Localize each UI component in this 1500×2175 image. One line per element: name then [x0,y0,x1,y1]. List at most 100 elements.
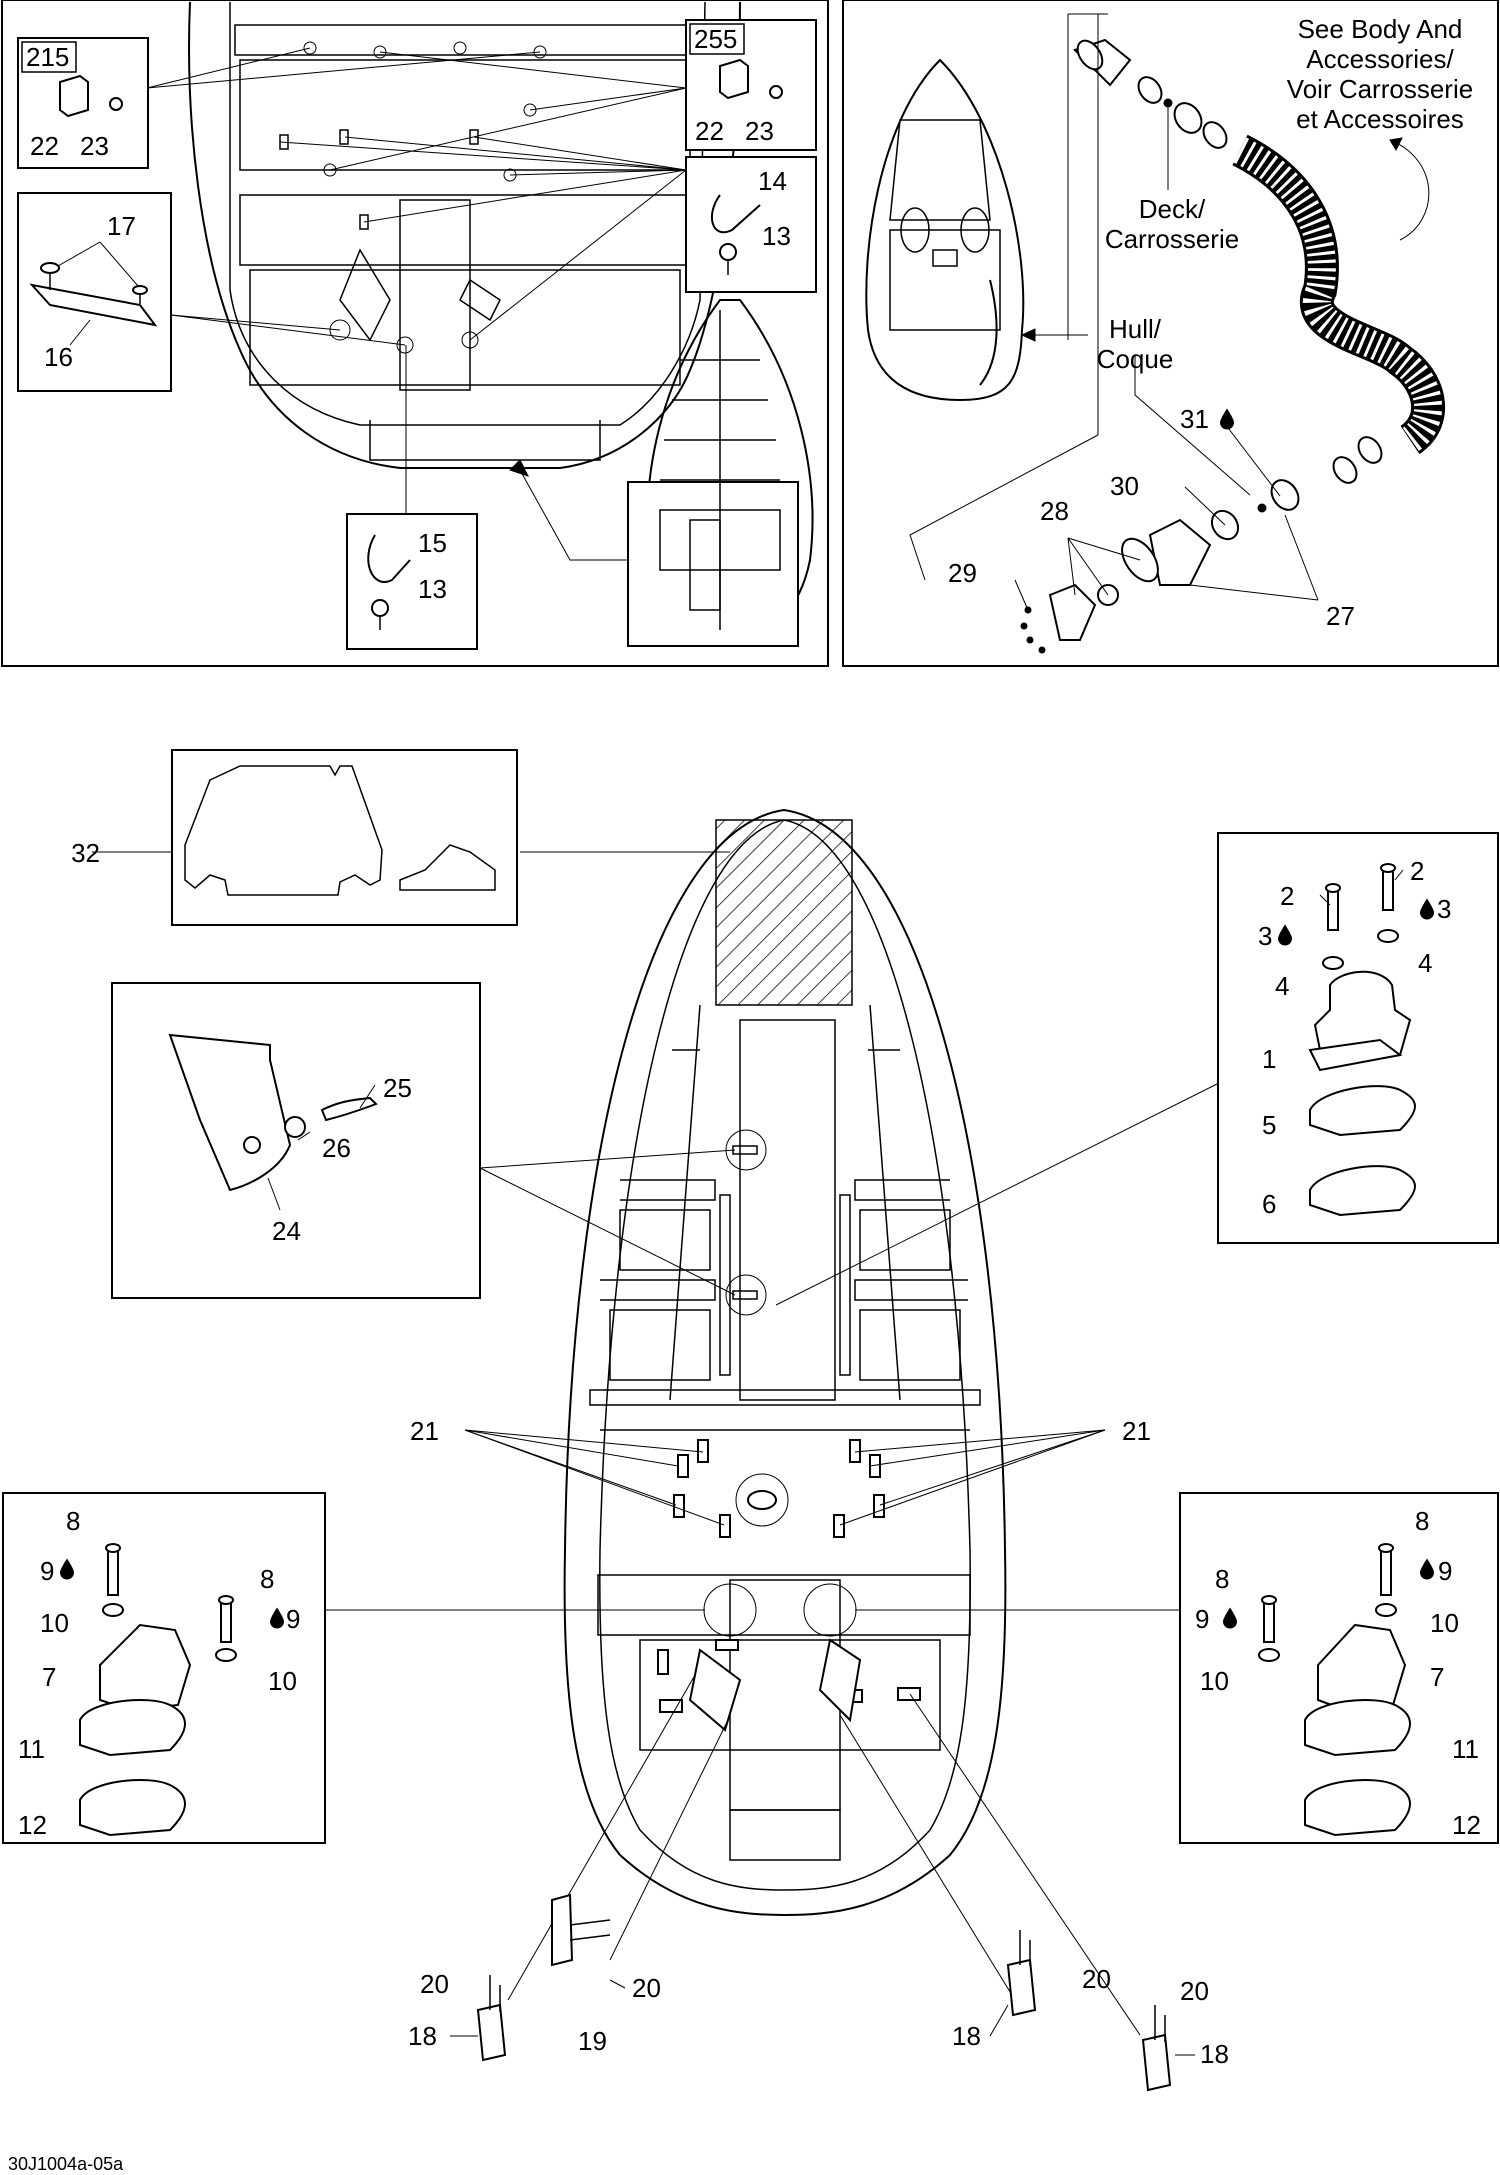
hull-leader [1134,355,1251,496]
svg-text:3: 3 [1437,894,1451,924]
thru-hull-27 [1148,518,1212,586]
note-body-line3: Voir Carrosserie [1287,74,1473,104]
shim-6 [1309,1165,1416,1217]
hull-outer-outline [563,808,1007,1917]
svg-text:6: 6 [1262,1189,1276,1219]
svg-text:8: 8 [1415,1506,1429,1536]
cover-28 [1048,583,1097,641]
svg-text:31: 31 [1180,404,1209,434]
fastener-point [533,45,547,59]
deck-fittings [1073,38,1228,149]
shim-5 [1309,1085,1416,1137]
tie-clip [469,129,479,145]
hull-bracket-a [339,248,391,342]
svg-text:14: 14 [758,166,787,196]
hull-inset [509,299,814,647]
svg-text:20: 20 [1082,1964,1111,1994]
svg-text:18: 18 [408,2021,437,2051]
washer-10 [102,1603,124,1617]
bracket-18 [1006,1958,1037,2017]
svg-text:22: 22 [695,116,724,146]
svg-text:4: 4 [1275,971,1289,1001]
callout-21-right: 21 [1122,1416,1151,1446]
bracket-18 [476,2003,507,2062]
fastener-point [453,41,467,55]
svg-text:10: 10 [1430,1608,1459,1638]
fastener-point [323,163,337,177]
svg-text:23: 23 [80,131,109,161]
washer-4 [1377,929,1399,943]
washer-4 [1322,956,1344,970]
tie-screw-box: 14 13 [685,156,817,293]
svg-text:29: 29 [948,558,977,588]
mount-circle-right [803,1583,857,1637]
svg-text:25: 25 [383,1073,412,1103]
screw-23 [769,85,783,99]
svg-text:4: 4 [1418,948,1432,978]
pad-22 [719,58,749,100]
svg-text:5: 5 [1262,1110,1276,1140]
rear-mount-box-left: 8 9 10 8 9 10 7 11 12 [2,1492,326,1844]
front-mount-box: 2 2 3 3 4 4 1 5 6 [1217,832,1499,1244]
strip-box: 17 16 [17,192,172,392]
hull-inner-wall [229,1,706,426]
svg-text:11: 11 [1452,1734,1479,1764]
top-right-panel: See Body And Accessories/ Voir Carrosser… [842,0,1499,667]
svg-text:12: 12 [1452,1810,1481,1840]
hull-bracket-b [459,278,501,322]
fastener-point [303,41,317,55]
engine-mount-7 [99,1623,192,1712]
hull-fittings [1020,436,1383,654]
shim-11 [79,1699,186,1757]
svg-text:1: 1 [1262,1044,1276,1074]
svg-text:16: 16 [44,342,73,372]
hull-jet-tunnel [369,420,601,461]
note-hull-line1: Hull/ [1109,314,1162,344]
bracket-18 [1141,2033,1172,2092]
note-hull-line2: Coque [1097,344,1174,374]
rear-mount-box-right: 8 9 10 8 9 10 7 11 12 [1179,1492,1499,1844]
engine-mount-7 [1317,1623,1407,1712]
hull-bracket-line [909,434,1099,581]
callout-21-left: 21 [410,1416,439,1446]
svg-text:12: 12 [18,1810,47,1840]
screw-13 [719,243,737,261]
pad-circle-upper [725,1129,767,1171]
kit-255-label: 255 [694,24,737,54]
svg-text:3: 3 [1258,921,1272,951]
main-leaders [325,851,1226,2036]
mount-pads [657,1439,921,1732]
pad-outline-box: 32 [71,749,518,926]
svg-text:9: 9 [40,1556,54,1586]
pad-22 [59,74,89,118]
washer-26 [284,1116,306,1138]
kit-215-label: 215 [26,42,69,72]
fastener-point [396,336,414,354]
shim-12 [1304,1779,1411,1837]
washer-10 [1258,1648,1280,1662]
hull-bay-lower [249,269,681,386]
mount-circle-center [735,1473,789,1527]
fastener-point [461,331,479,349]
hull-inner-outline [599,819,971,1891]
svg-text:23: 23 [745,116,774,146]
svg-text:18: 18 [952,2021,981,2051]
bracket-19 [551,1893,574,1967]
svg-text:9: 9 [286,1604,300,1634]
hull-stringers [589,1004,981,1861]
svg-text:27: 27 [1326,601,1355,631]
note-body-line2: Accessories/ [1306,44,1454,74]
svg-text:8: 8 [66,1506,80,1536]
drawing-code: 30J1004a-05a [8,2154,124,2174]
kit-215-box: 215 22 23 [17,37,149,169]
top-left-leaders [146,47,687,514]
svg-text:9: 9 [1438,1556,1452,1586]
fastener-point [373,45,387,59]
svg-text:13: 13 [418,574,447,604]
shim-11 [1304,1699,1411,1757]
hull-center-channel [399,199,471,391]
svg-text:8: 8 [1215,1564,1229,1594]
top-left-panel: 215 22 23 255 22 23 14 13 [1,0,829,667]
svg-text:13: 13 [762,221,791,251]
deck-outline [865,58,1025,402]
